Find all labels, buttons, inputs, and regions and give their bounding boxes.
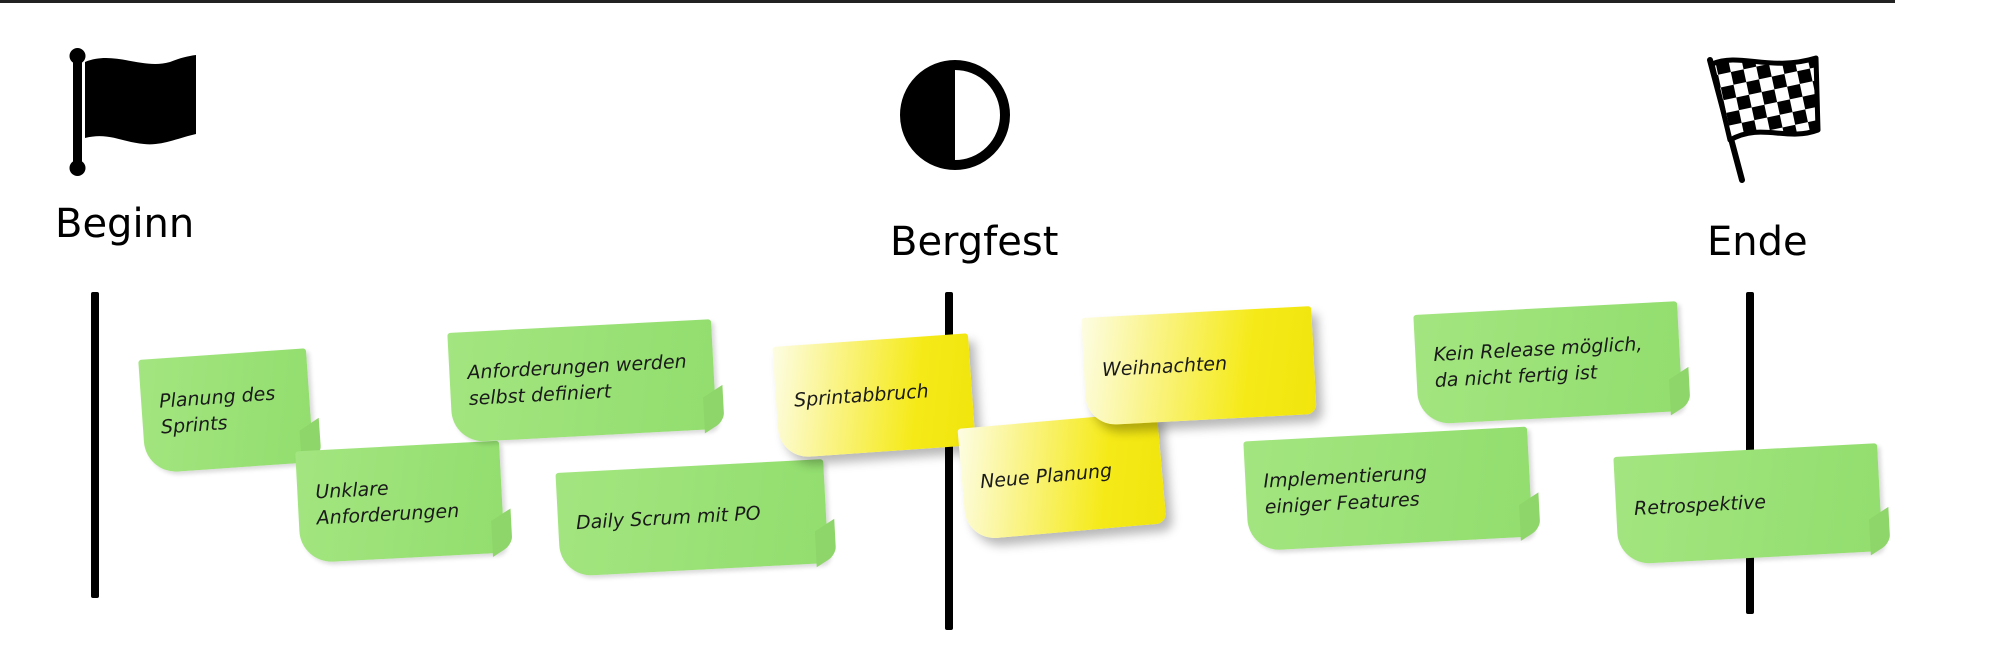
sticky-note: Unklare Anforderungen bbox=[295, 440, 505, 564]
sticky-note: Kein Release möglich, da nicht fertig is… bbox=[1413, 301, 1683, 425]
phase-label-start: Beginn bbox=[55, 201, 195, 247]
top-border bbox=[0, 0, 1895, 3]
phase-label-middle: Bergfest bbox=[890, 219, 1059, 265]
sticky-note: Retrospektive bbox=[1613, 443, 1883, 565]
half-circle-icon bbox=[900, 60, 1010, 170]
timeline-marker-start bbox=[91, 292, 99, 598]
sticky-note: Sprintabbruch bbox=[772, 333, 976, 459]
sticky-note: Implementierung einiger Features bbox=[1243, 426, 1533, 552]
flag-icon bbox=[69, 48, 196, 176]
checkered-flag-icon bbox=[1707, 55, 1821, 183]
timeline-marker-middle bbox=[945, 292, 953, 630]
sticky-note: Neue Planung bbox=[957, 411, 1167, 541]
phase-label-end: Ende bbox=[1707, 219, 1808, 265]
sticky-note: Anforderungen werden selbst definiert bbox=[447, 319, 717, 443]
sticky-note: Planung des Sprints bbox=[138, 348, 314, 474]
sticky-note: Weihnachten bbox=[1081, 306, 1317, 426]
sticky-note: Daily Scrum mit PO bbox=[555, 459, 829, 577]
